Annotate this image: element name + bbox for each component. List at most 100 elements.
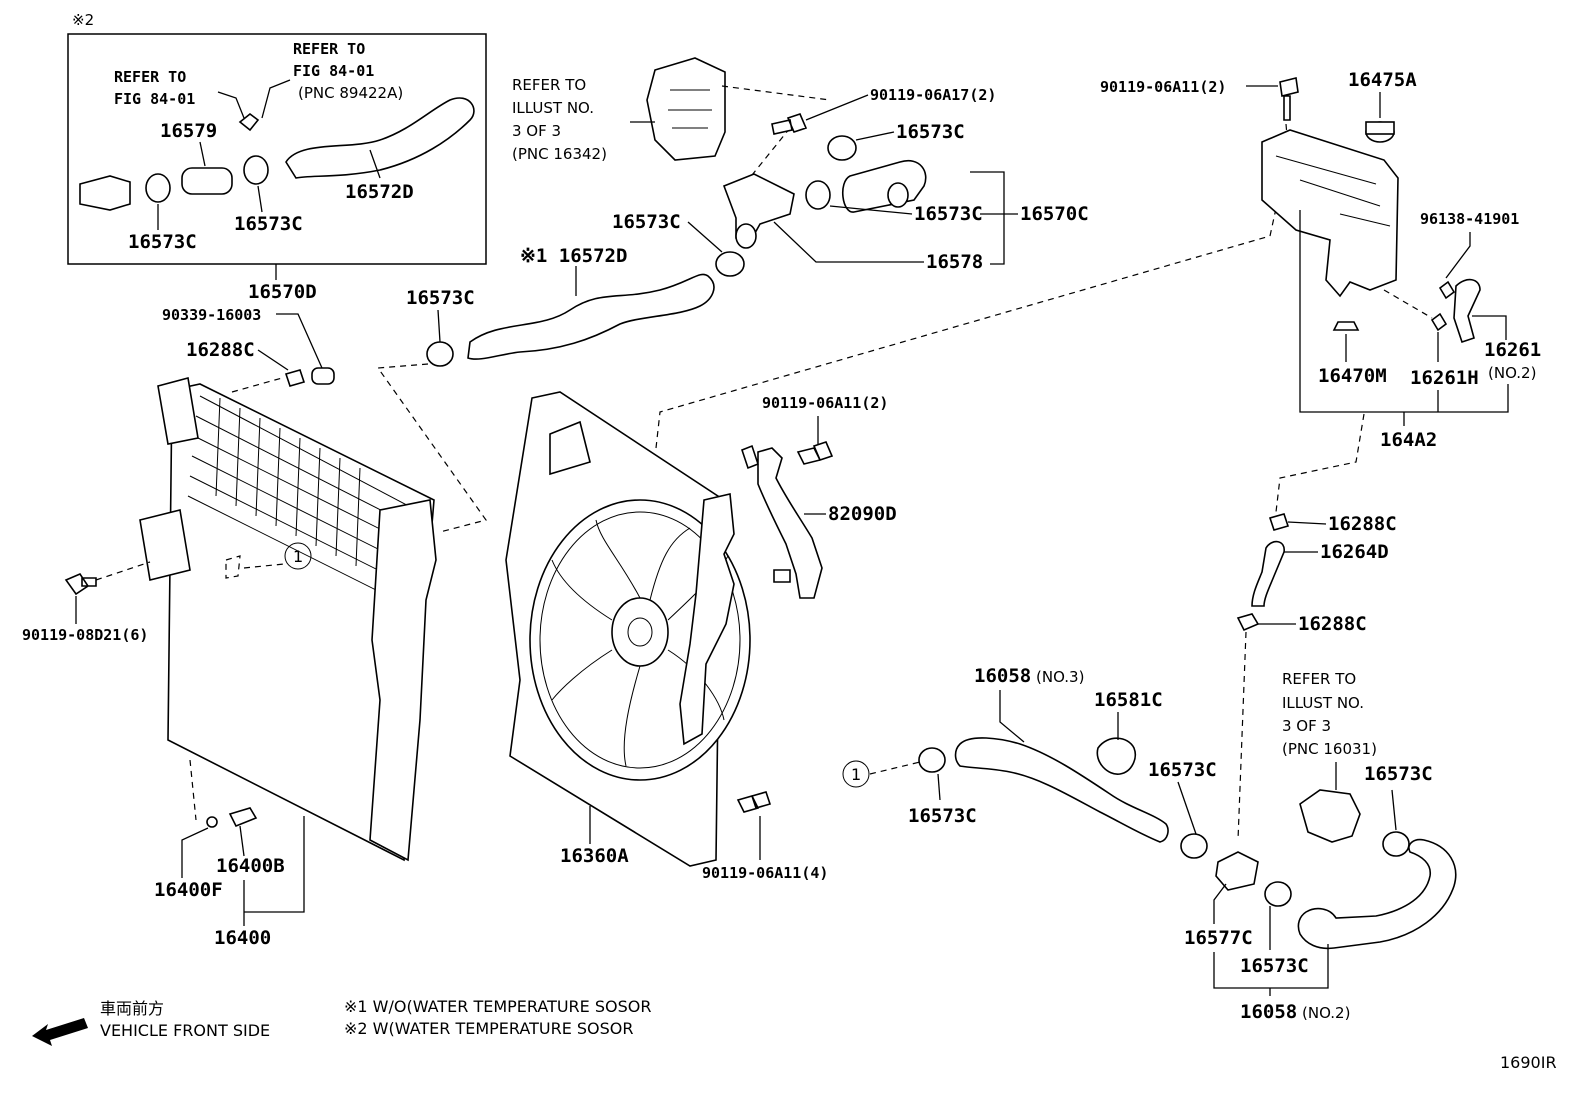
fan-shroud-16360A[interactable] (505, 391, 751, 867)
o-ring-16400F[interactable] (206, 816, 218, 828)
part-label-90119-06A17[interactable]: 90119-06A17(2) (870, 86, 996, 104)
part-label-16581C[interactable]: 16581C (1094, 689, 1163, 711)
refer-illust-a-line1[interactable]: REFER TO (512, 76, 586, 94)
cap-90339-16003[interactable] (311, 367, 335, 385)
part-label-16264D[interactable]: 16264D (1320, 541, 1389, 563)
hose-16058-no3[interactable] (954, 737, 1169, 843)
clip-16261H[interactable] (1430, 312, 1448, 332)
part-label-90119-08D21[interactable]: 90119-08D21(6) (22, 626, 148, 644)
part-label-16261H[interactable]: 16261H (1410, 367, 1479, 389)
part-label-16288C-r1[interactable]: 16288C (1328, 513, 1397, 535)
clamp-16573C-b2[interactable] (1382, 831, 1410, 857)
part-label-16400[interactable]: 16400 (214, 927, 271, 949)
part-label-82090D[interactable]: 82090D (828, 503, 897, 525)
clamp-16573C-top-a[interactable] (827, 135, 857, 161)
refer-fig-b-line3[interactable]: (PNC 89422A) (298, 84, 403, 102)
part-label-16573C-b1[interactable]: 16573C (1148, 759, 1217, 781)
refer-illust-a-line4[interactable]: (PNC 16342) (512, 145, 607, 163)
hose-16058-no2[interactable] (1297, 838, 1457, 950)
clamp-16573C-b1[interactable] (1180, 833, 1208, 859)
hose-16264D[interactable] (1251, 540, 1285, 607)
clamp-16288C-top[interactable] (284, 369, 306, 387)
hose-16261[interactable] (1453, 278, 1481, 344)
bolt-90119-08D21[interactable] (64, 573, 97, 596)
refer-illust-b-line4[interactable]: (PNC 16031) (1282, 740, 1377, 758)
part-label-90119-06A11-mid[interactable]: 90119-06A11(2) (762, 394, 888, 412)
part-label-16573C-mid[interactable]: 16573C (612, 211, 681, 233)
part-label-16570C[interactable]: 16570C (1020, 203, 1089, 225)
note-2: ※2 W(WATER TEMPERATURE SOSOR (344, 1019, 634, 1038)
part-label-16573C-top-b[interactable]: 16573C (914, 203, 983, 225)
part-label-16470M[interactable]: 16470M (1318, 365, 1387, 387)
part-label-16261-no2[interactable]: (NO.2) (1488, 364, 1536, 382)
refer-fig-a-line2[interactable]: FIG 84-01 (114, 90, 195, 108)
part-label-16572D[interactable]: ※1 16572D (520, 245, 627, 267)
sensor-part[interactable] (238, 112, 260, 132)
clamp-16288C-r2[interactable] (1236, 613, 1260, 632)
part-label-16578[interactable]: 16578 (926, 251, 983, 273)
fitting-16579[interactable] (181, 167, 233, 195)
gasket-16581C[interactable] (1096, 737, 1136, 775)
part-label-16573C-b4[interactable]: 16573C (1240, 955, 1309, 977)
clamp-16573C-top-b[interactable] (805, 180, 831, 210)
part-label-16058-no2-sub[interactable]: (NO.2) (1302, 1004, 1350, 1022)
refer-illust-a-line3[interactable]: 3 OF 3 (512, 122, 561, 140)
bolt-90119-06A11-top[interactable] (1279, 77, 1299, 121)
clamp-16573C-b4[interactable] (1264, 881, 1292, 907)
part-label-16400B[interactable]: 16400B (216, 855, 285, 877)
vehicle-front-jp: 車両前方 (100, 999, 164, 1018)
part-label-16573C-left[interactable]: 16573C (406, 287, 475, 309)
hose-16572D-inset[interactable] (285, 97, 475, 179)
wire-harness-82090D[interactable] (741, 444, 823, 599)
part-label-90119-06A11-top[interactable]: 90119-06A11(2) (1100, 78, 1226, 96)
part-label-96138-41901[interactable]: 96138-41901 (1420, 210, 1519, 228)
refer-illust-b-line3[interactable]: 3 OF 3 (1282, 717, 1331, 735)
bolt-90119-06A11-bottom[interactable] (736, 791, 772, 813)
refer-fig-b-line2[interactable]: FIG 84-01 (293, 62, 374, 80)
part-label-90119-06A11-bottom[interactable]: 90119-06A11(4) (702, 864, 828, 882)
part-label-16400F[interactable]: 16400F (154, 879, 223, 901)
part-label-16579[interactable]: 16579 (160, 120, 217, 142)
part-label-16058-no3[interactable]: 16058 (974, 665, 1031, 687)
part-label-16261[interactable]: 16261 (1484, 339, 1541, 361)
part-label-90339-16003[interactable]: 90339-16003 (162, 306, 261, 324)
part-label-16572D-inset[interactable]: 16572D (345, 181, 414, 203)
part-label-16475A[interactable]: 16475A (1348, 69, 1417, 91)
hose-16572D[interactable] (467, 273, 715, 360)
bolt-90119-06A11-mid[interactable] (796, 441, 834, 465)
radiator-16400[interactable] (139, 377, 437, 862)
clamp-16573C-mid[interactable] (715, 251, 745, 277)
refer-illust-b-line2[interactable]: ILLUST NO. (1282, 694, 1364, 712)
bolt-90119-06A17[interactable] (771, 113, 808, 135)
part-label-16360A[interactable]: 16360A (560, 845, 629, 867)
refer-illust-a-line2[interactable]: ILLUST NO. (512, 99, 594, 117)
refer-illust-b-line1[interactable]: REFER TO (1282, 670, 1356, 688)
grommet-16470M[interactable] (1332, 321, 1360, 331)
joint-16577C[interactable] (1215, 851, 1259, 891)
part-label-16288C-top[interactable]: 16288C (186, 339, 255, 361)
part-label-16573C-inset-a[interactable]: 16573C (234, 213, 303, 235)
part-label-16058-no2[interactable]: 16058 (1240, 1001, 1297, 1023)
clamp-16573C-left[interactable] (426, 341, 454, 367)
part-label-16288C-r2[interactable]: 16288C (1298, 613, 1367, 635)
part-label-16573C-top-a[interactable]: 16573C (896, 121, 965, 143)
clip-96138-41901[interactable] (1438, 280, 1456, 300)
thermostat-housing[interactable] (646, 57, 726, 161)
refer-fig-b-line1[interactable]: REFER TO (293, 40, 365, 58)
part-label-16570D[interactable]: 16570D (248, 281, 317, 303)
clamp-16288C-r1[interactable] (1268, 513, 1290, 531)
part-label-16573C-b2[interactable]: 16573C (1364, 763, 1433, 785)
clamp-16573C-inset-a[interactable] (243, 155, 269, 185)
reservoir-tank-16470M[interactable] (1261, 129, 1399, 298)
drain-cock-16400B[interactable] (228, 807, 258, 828)
part-label-16573C-inset-b[interactable]: 16573C (128, 231, 197, 253)
part-label-16573C-b3[interactable]: 16573C (908, 805, 977, 827)
part-label-16058-no3-sub[interactable]: (NO.3) (1036, 668, 1084, 686)
clamp-16573C-inset-b[interactable] (145, 173, 171, 203)
housing-inset[interactable] (79, 175, 131, 211)
refer-fig-a-line1[interactable]: REFER TO (114, 68, 186, 86)
part-label-16577C[interactable]: 16577C (1184, 927, 1253, 949)
water-inlet-16031[interactable] (1299, 789, 1361, 843)
clamp-16573C-b3[interactable] (918, 747, 946, 773)
part-label-164A2[interactable]: 164A2 (1380, 429, 1437, 451)
